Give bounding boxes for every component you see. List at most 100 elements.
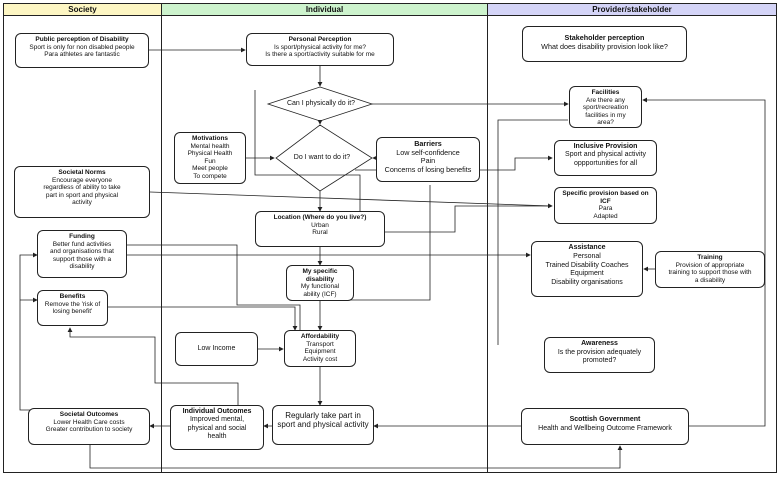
inclusive-provision-box: Inclusive Provision Sport and physical a… [554,140,657,176]
low-income-label: Low Income [197,345,236,352]
motivations-line: Physical Health [187,150,233,158]
affordability-line: Activity cost [302,355,338,363]
lane-divider-1 [161,3,162,473]
specific-disability-line: My functional [300,283,340,291]
benefits-line: Remove the 'risk of [44,300,101,308]
motivations-line: Fun [204,157,216,165]
individual-outcomes-title: Individual Outcomes [182,408,252,415]
funding-line: support those with a [52,255,112,263]
decision-want-label: Do I want to do it? [293,154,351,161]
societal-norms-box: Societal Norms Encourage everyone regard… [14,166,150,218]
individual-outcomes-box: Individual Outcomes Improved mental, phy… [170,405,264,450]
motivations-box: Motivations Mental health Physical Healt… [174,132,246,184]
affordability-title: Affordability [300,333,340,340]
societal-norms-line: part in sport and physical [45,191,119,199]
stakeholder-perception-line: What does disability provision look like… [541,42,668,51]
training-line: training to support those with [668,269,752,277]
funding-line: Better fund activities [52,240,112,248]
societal-norms-title: Societal Norms [58,169,106,176]
individual-outcomes-line: health [207,432,227,440]
barriers-box: Barriers Low self-confidence Pain Concer… [376,137,480,182]
societal-outcomes-title: Societal Outcomes [59,411,119,418]
stakeholder-perception-title: Stakeholder perception [564,33,645,42]
assistance-line: Personal [573,252,601,260]
motivations-title: Motivations [191,135,229,142]
motivations-line: To compete [193,172,227,180]
assistance-line: Equipment [570,270,604,278]
training-box: Training Provision of appropriate traini… [655,251,765,288]
funding-title: Funding [69,233,95,240]
barriers-title: Barriers [414,139,442,148]
lane-divider-2 [487,3,488,473]
regularly-participate-label: Regularly take part in sport and physica… [277,411,369,429]
individual-outcomes-line: physical and social [187,424,247,432]
location-title: Location (Where do you live?) [273,214,367,221]
inclusive-provision-title: Inclusive Provision [573,143,638,150]
facilities-line: area? [597,119,614,127]
location-line: Urban [311,221,329,229]
awareness-box: Awareness Is the provision adequately pr… [544,337,655,373]
awareness-line: Is the provision adequately [557,348,642,356]
specific-disability-line: ability (ICF) [303,290,337,298]
awareness-line: promoted? [582,357,617,365]
individual-outcomes-line: Improved mental, [189,416,245,424]
lane-header-society: Society [3,3,162,16]
barriers-line: Concerns of losing benefits [384,164,472,174]
affordability-line: Equipment [304,348,336,356]
public-perception-box: Public perception of Disability Sport is… [15,33,149,68]
scottish-government-line: Health and Wellbeing Outcome Framework [538,425,672,432]
facilities-line: Are there any [585,96,626,104]
inclusive-provision-line: Sport and physical activity [565,151,646,159]
decision-physically-label: Can I physically do it? [286,100,356,107]
personal-perception-line: Is sport/physical activity for me? [273,43,367,51]
societal-outcomes-line: Lower Health Care costs [53,418,125,426]
benefits-title: Benefits [59,293,86,300]
societal-norms-line: activity [72,199,92,207]
facilities-line: sport/recreation [582,104,629,112]
personal-perception-line: Is there a sport/activity suitable for m… [265,51,375,59]
barriers-line: Pain [420,156,436,165]
facilities-title: Facilities [591,89,620,96]
motivations-line: Mental health [190,142,230,150]
affordability-box: Affordability Transport Equipment Activi… [284,330,356,367]
public-perception-line: Sport is only for non disabled people [29,43,135,51]
funding-line: disability [69,263,95,271]
personal-perception-box: Personal Perception Is sport/physical ac… [246,33,394,66]
societal-norms-line: Encourage everyone [52,176,112,184]
public-perception-line: Para athletes are fantastic [44,51,120,59]
location-line: Rural [312,229,328,237]
personal-perception-title: Personal Perception [288,36,352,43]
awareness-title: Awareness [581,340,618,347]
training-line: Provision of appropriate [675,261,745,269]
facilities-line: facilities in my [585,111,626,119]
benefits-box: Benefits Remove the 'risk of losing bene… [37,290,108,326]
stakeholder-perception-box: Stakeholder perception What does disabil… [522,26,687,62]
assistance-line: Trained Disability Coaches [545,261,629,269]
societal-outcomes-box: Societal Outcomes Lower Health Care cost… [28,408,150,445]
specific-provision-line: Adapted [593,212,618,220]
benefits-line: losing benefit' [52,308,93,316]
specific-provision-box: Specific provision based on ICF Para Ada… [554,187,657,224]
scottish-government-title: Scottish Government [569,416,641,423]
funding-line: and organisations that [50,248,114,256]
societal-norms-line: regardless of ability to take [43,184,121,192]
specific-provision-line: Para [598,205,613,213]
assistance-box: Assistance Personal Trained Disability C… [531,241,643,297]
assistance-title: Assistance [568,244,606,251]
facilities-box: Facilities Are there any sport/recreatio… [569,86,642,128]
training-title: Training [697,254,723,261]
funding-box: Funding Better fund activities and organ… [37,230,127,278]
affordability-line: Transport [306,340,334,348]
low-income-box: Low Income [175,332,258,366]
motivations-line: Meet people [192,165,228,173]
barriers-line: Low self-confidence [396,147,460,157]
scottish-government-box: Scottish Government Health and Wellbeing… [521,408,689,445]
specific-disability-box: My specific disability My functional abi… [286,265,354,301]
specific-provision-title: Specific provision based on ICF [562,190,649,205]
assistance-line: Disability organisations [551,279,623,287]
inclusive-provision-line: oppportunities for all [573,159,638,167]
public-perception-title: Public perception of Disability [35,36,129,43]
training-line: a disability [694,276,726,284]
specific-disability-title: My specific disability [302,268,338,283]
